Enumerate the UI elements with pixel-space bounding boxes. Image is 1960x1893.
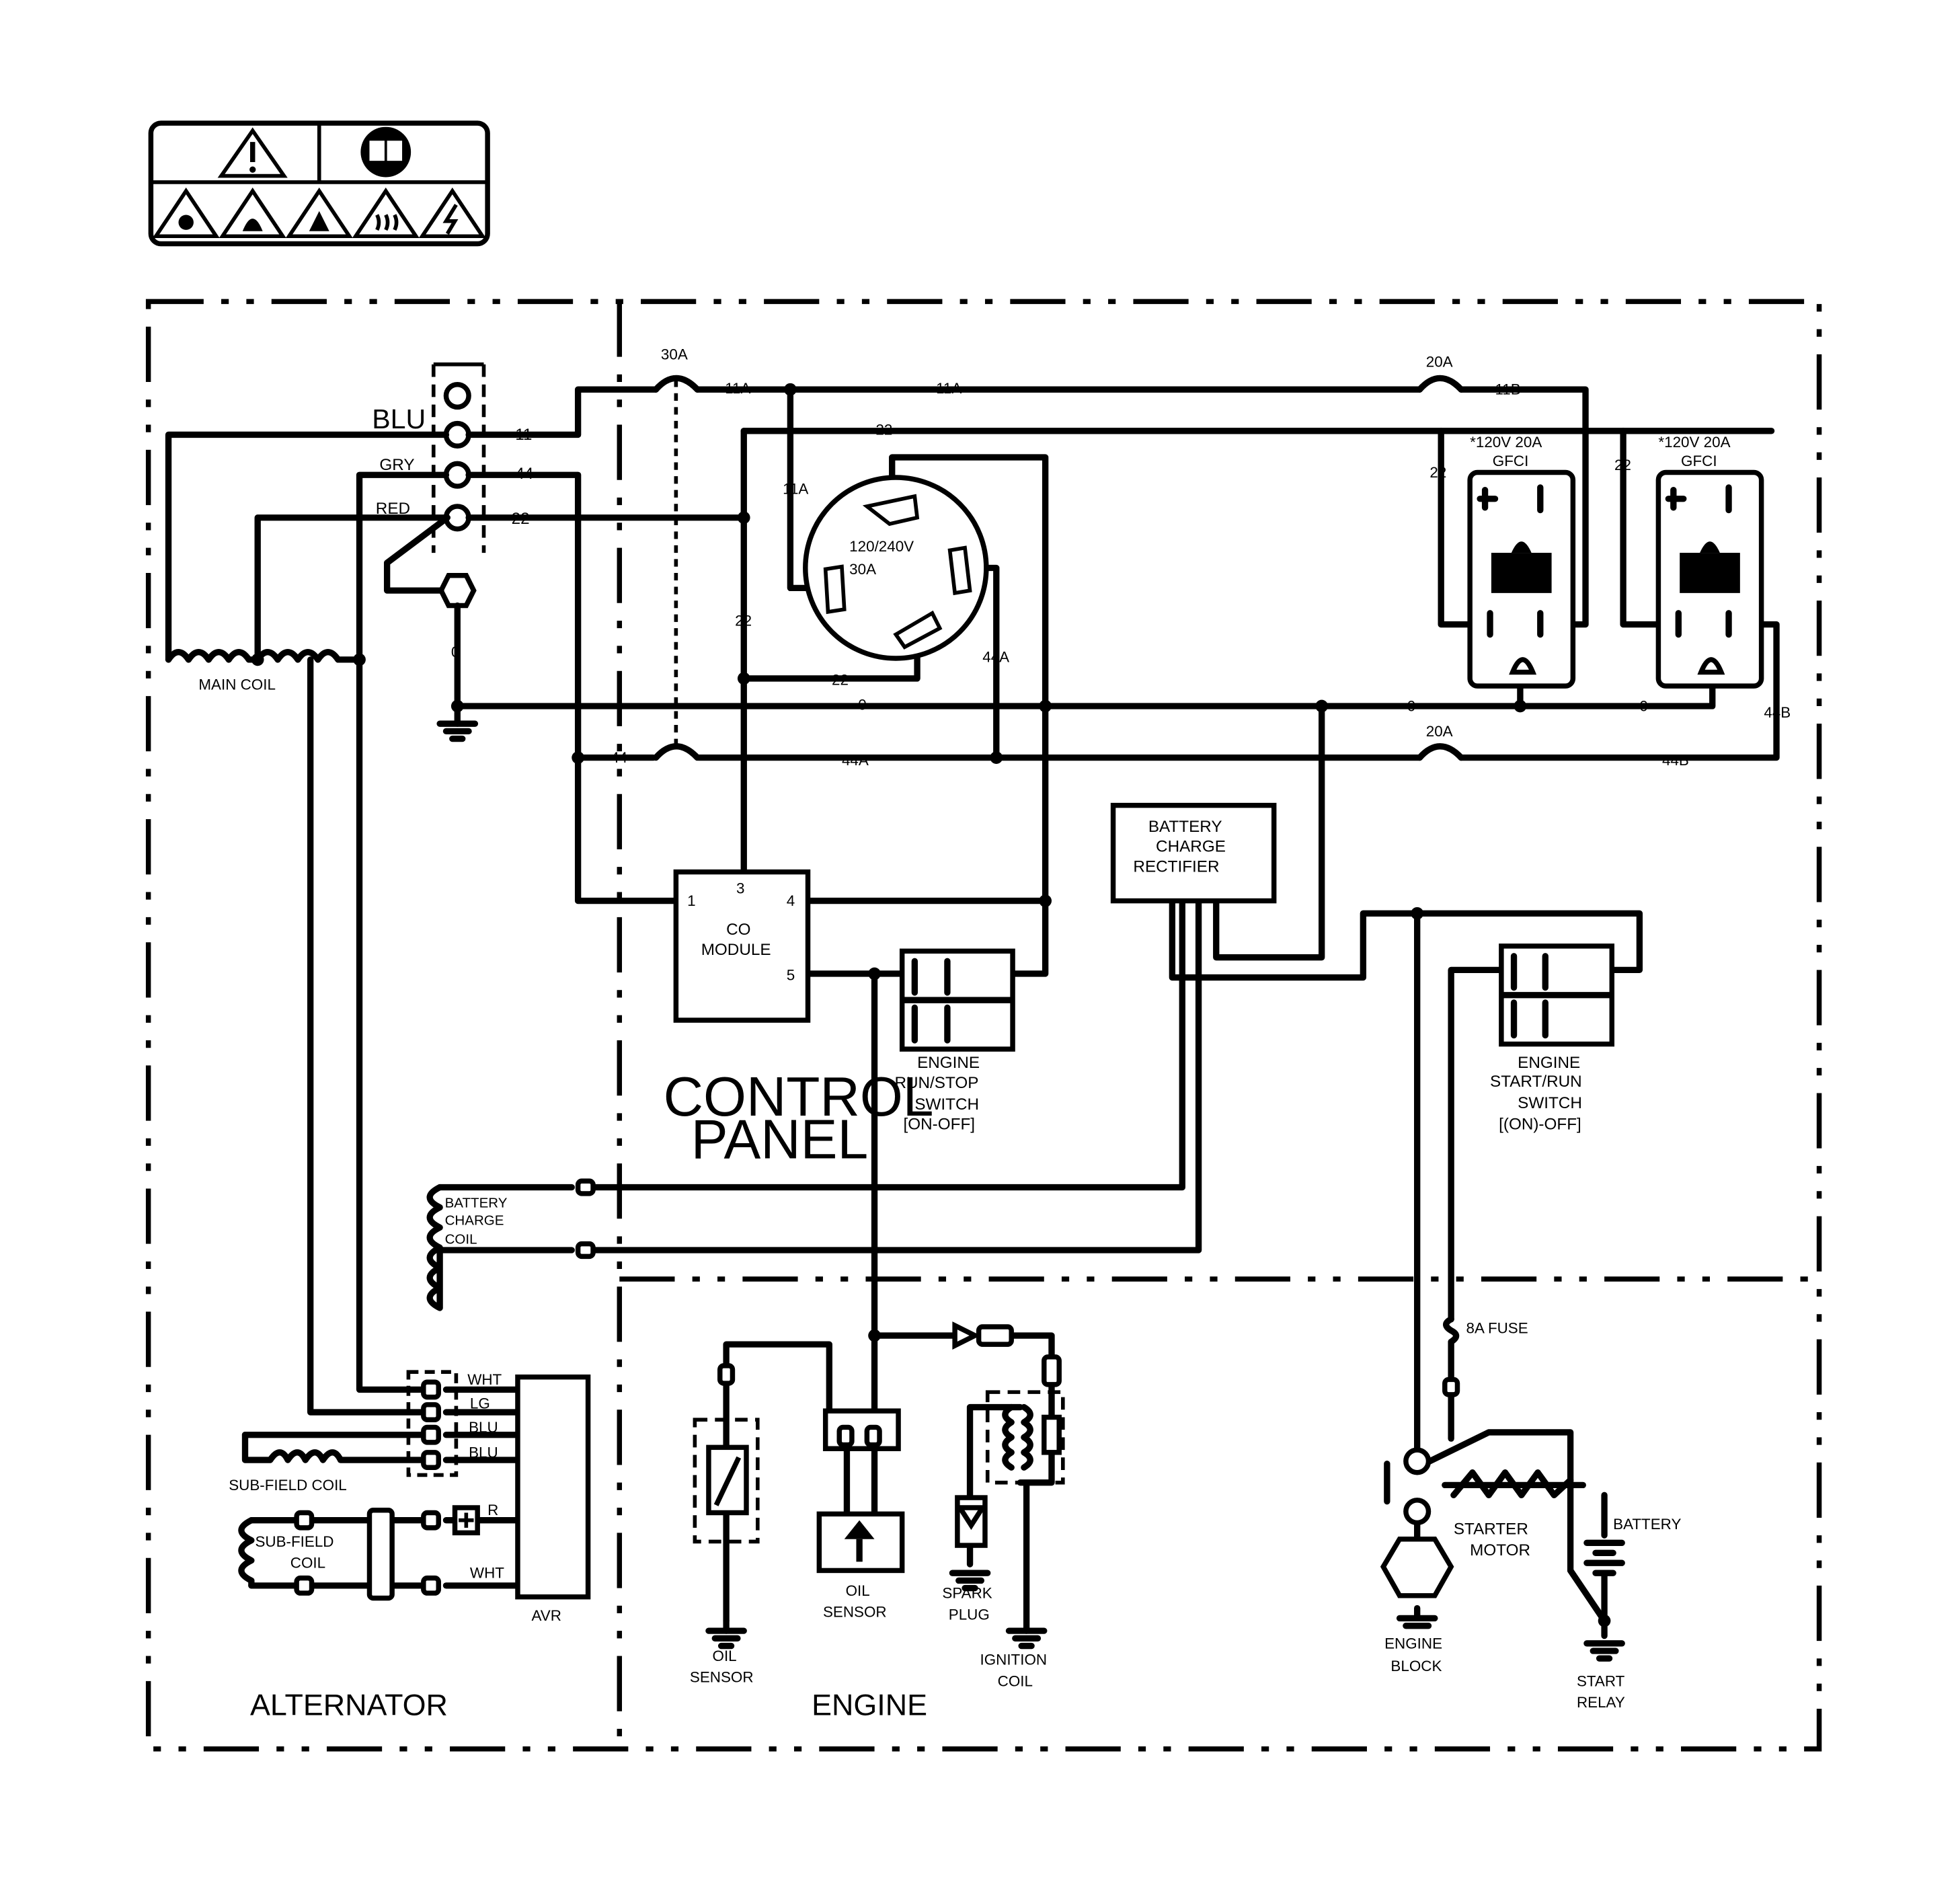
label-11b: 11B: [1495, 381, 1521, 398]
toxic-fumes-icon: [152, 187, 220, 239]
gfci-outlet-1: [1467, 469, 1576, 689]
label-11a-3: 11A: [783, 480, 808, 497]
label-22-mid: 22: [735, 612, 752, 629]
label-blu-1: BLU: [469, 1419, 498, 1436]
explosion-icon: [285, 187, 353, 239]
label-co-pin3: 3: [736, 880, 744, 896]
label-avr: AVR: [531, 1607, 561, 1624]
label-engine: ENGINE: [812, 1687, 927, 1722]
read-manual-icon: [360, 126, 411, 178]
label-lg: LG: [470, 1395, 490, 1412]
label-blu: BLU: [372, 403, 426, 434]
label-co-pin1: 1: [687, 892, 695, 909]
battery-charge-rectifier: [1110, 802, 1277, 904]
label-20a-bottom: 20A: [1426, 723, 1453, 740]
label-22: 22: [512, 510, 530, 528]
label-22-low: 22: [832, 671, 849, 688]
label-22-top: 22: [875, 421, 892, 438]
co-module: [673, 869, 811, 1023]
warning-icon: [217, 127, 288, 178]
fire-icon: [219, 187, 286, 239]
label-co-pin5: 5: [787, 966, 795, 983]
diode-inline: [952, 1321, 1014, 1350]
label-0-bus-3: 0: [1639, 697, 1647, 714]
label-0-bus: 0: [858, 697, 866, 713]
label-alternator: ALTERNATOR: [250, 1687, 448, 1722]
label-22-gfci2: 22: [1614, 457, 1631, 473]
label-44a-right: 44A: [982, 649, 1009, 666]
section-borders: [145, 299, 1822, 1752]
label-battery: BATTERY: [1613, 1516, 1681, 1533]
hot-surface-icon: [352, 187, 420, 239]
label-0-bus-2: 0: [1407, 697, 1415, 714]
label-22-gfci1: 22: [1429, 464, 1446, 481]
ignition-coil: [985, 1390, 1065, 1485]
label-co-pin4: 4: [787, 892, 795, 909]
warning-banner: [148, 120, 490, 247]
label-wht-1: WHT: [467, 1371, 502, 1388]
gfci-outlet-2: [1655, 469, 1764, 689]
label-wht-2: WHT: [470, 1565, 504, 1582]
terminal-block: [431, 362, 486, 609]
oil-sensor-switch: [693, 1418, 760, 1544]
shock-icon: [418, 187, 486, 239]
avr-unit: [515, 1374, 591, 1600]
label-main-coil: MAIN COIL: [198, 677, 276, 693]
label-gry: GRY: [379, 456, 414, 474]
label-0: 0: [451, 644, 459, 660]
spark-plug: [955, 1495, 988, 1548]
labels: BLU GRY RED 11 44 22 0 MAIN COIL 30A 11A…: [198, 346, 1791, 1722]
label-44a: 44A: [842, 752, 869, 769]
label-11a-2: 11A: [936, 380, 962, 397]
label-11a-1: 11A: [725, 380, 750, 397]
label-sub-field-coil-1: SUB-FIELD COIL: [229, 1477, 347, 1494]
label-44-left: 44: [611, 749, 627, 766]
label-44b-right: 44B: [1764, 704, 1791, 721]
label-44: 44: [515, 465, 533, 483]
label-11: 11: [515, 426, 532, 444]
twist-lock-receptacle: [803, 475, 989, 661]
label-20a-top: 20A: [1426, 354, 1453, 371]
starter-motor: [1380, 1447, 1454, 1598]
oil-sensor-module: [816, 1408, 905, 1574]
label-30a: 30A: [661, 346, 688, 362]
engine-start-run-switch: [1499, 943, 1615, 1047]
label-r: R: [487, 1502, 498, 1518]
connectors: [294, 1178, 1460, 1601]
label-8a-fuse: 8A FUSE: [1466, 1319, 1528, 1336]
junctions: [251, 383, 1611, 1627]
label-blu-2: BLU: [469, 1444, 498, 1461]
label-44b: 44B: [1662, 752, 1689, 769]
engine-run-stop-switch: [899, 948, 1015, 1052]
label-red: RED: [376, 500, 410, 518]
